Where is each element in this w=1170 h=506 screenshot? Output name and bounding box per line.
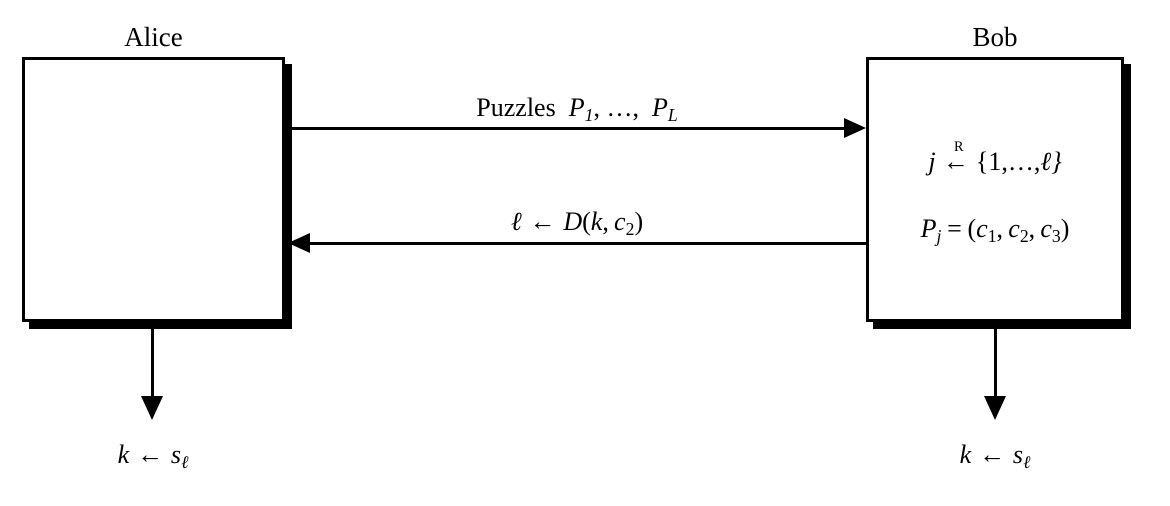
alice-secret-symbol: s <box>170 440 181 469</box>
bob-set-last: ℓ} <box>1040 147 1062 176</box>
random-superscript-r: R <box>954 138 964 155</box>
alice-assign-arrow-icon: ← <box>137 440 164 469</box>
message-label-alice-to-bob: Puzzles P1, …, PL <box>476 93 678 125</box>
arrow-shaft-alice-output <box>151 322 154 398</box>
bob-output-label: k←sℓ <box>874 440 1116 471</box>
alice-box <box>22 57 285 322</box>
alice-secret-subscript: ℓ <box>180 451 189 472</box>
arrowhead-bob-output <box>984 396 1006 420</box>
puzzles-word: Puzzles <box>476 93 556 122</box>
puzzle-pl-subscript: L <box>667 104 678 125</box>
bob-puzzle-symbol: P <box>920 214 937 243</box>
bob-title: Bob <box>972 22 1018 52</box>
decrypt-function-symbol: D <box>563 207 583 236</box>
arrow-shaft-bob-output <box>994 322 997 398</box>
bob-sample-index-line: j←R{1,…,ℓ} <box>928 138 1062 176</box>
bob-set-ellipsis: … <box>1007 147 1034 176</box>
arrowhead-bob-to-alice <box>288 233 310 253</box>
arrowhead-alice-output <box>141 396 163 420</box>
random-assign-arrow-icon: ←R <box>936 139 976 176</box>
puzzle-p1-symbol: P <box>568 93 585 122</box>
bob-key-var: k <box>959 440 972 469</box>
message-label-bob-to-alice: ℓ←D(k, c2) <box>510 207 644 239</box>
puzzle-p1-subscript: 1 <box>584 104 594 125</box>
bob-puzzle-tuple-line: Pj=(c1, c2, c3) <box>920 214 1070 246</box>
decrypt-result-symbol: ℓ <box>510 207 522 236</box>
puzzle-comma-1: , <box>593 93 600 122</box>
arrow-shaft-alice-to-bob <box>288 127 848 130</box>
bob-puzzle-subscript: j <box>936 225 942 246</box>
arrowhead-alice-to-bob <box>844 118 866 138</box>
bob-secret-subscript: ℓ <box>1022 451 1031 472</box>
puzzle-ellipsis: … <box>606 93 633 122</box>
bob-set-open: {1, <box>975 147 1008 176</box>
arrow-shaft-bob-to-alice <box>310 242 866 245</box>
alice-output-label: k←sℓ <box>32 440 274 471</box>
bob-box: j←R{1,…,ℓ} Pj=(c1, c2, c3) <box>866 57 1124 322</box>
bob-sample-var: j <box>928 147 936 176</box>
puzzle-pl-symbol: P <box>651 93 668 122</box>
alice-key-var: k <box>117 440 130 469</box>
alice-title: Alice <box>124 22 183 52</box>
bob-secret-symbol: s <box>1012 440 1023 469</box>
decrypt-assign-arrow-icon: ← <box>529 207 556 236</box>
bob-equals-sign: = <box>947 214 962 243</box>
left-arrow-glyph: ← <box>942 147 969 176</box>
bob-assign-arrow-icon: ← <box>979 440 1006 469</box>
